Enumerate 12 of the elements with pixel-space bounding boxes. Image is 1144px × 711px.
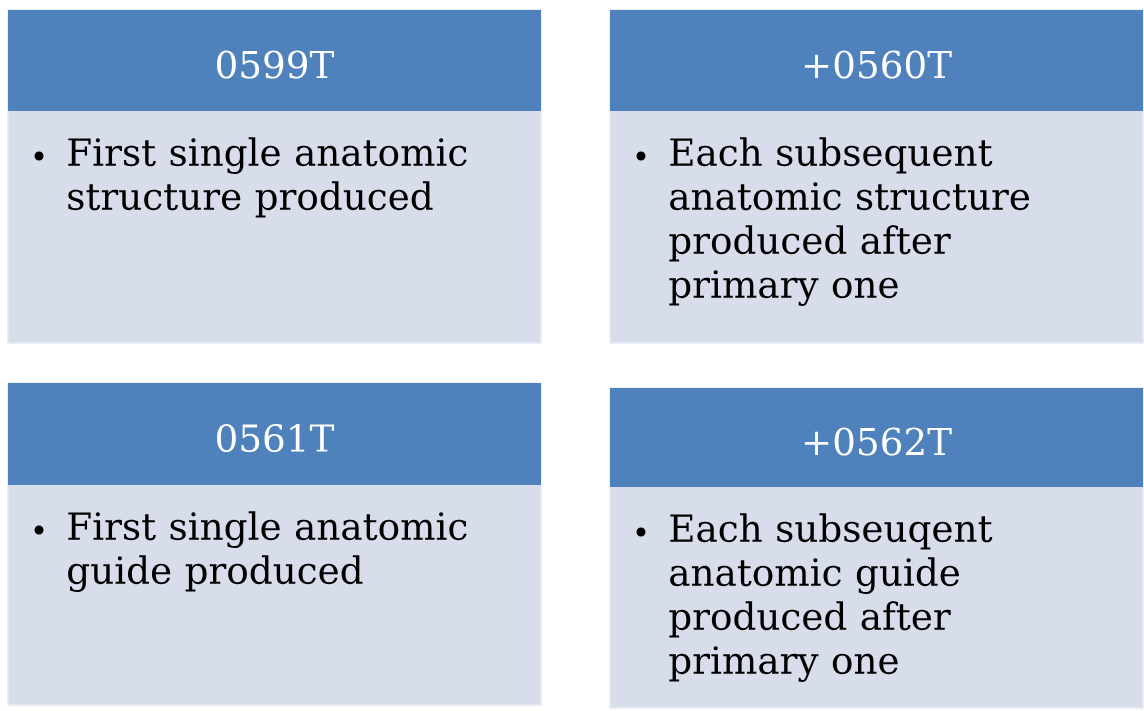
bullet-text: First single anatomic structure produced — [68, 137, 467, 218]
card — [7, 9, 542, 344]
card — [609, 9, 1144, 344]
card — [609, 387, 1144, 709]
header-band: +0560T — [610, 10, 1143, 111]
card — [7, 382, 542, 706]
header-band: +0562T — [610, 388, 1143, 487]
header-band: 0561T — [8, 383, 541, 485]
bullet-text: Each subseuqent anatomic guide produced after primary one — [669, 513, 993, 682]
header-band: 0599T — [8, 10, 541, 111]
bullet-text: First single anatomic guide produced — [68, 511, 467, 592]
bullet-text: Each subsequent anatomic structure produced after primary one — [669, 137, 1030, 306]
